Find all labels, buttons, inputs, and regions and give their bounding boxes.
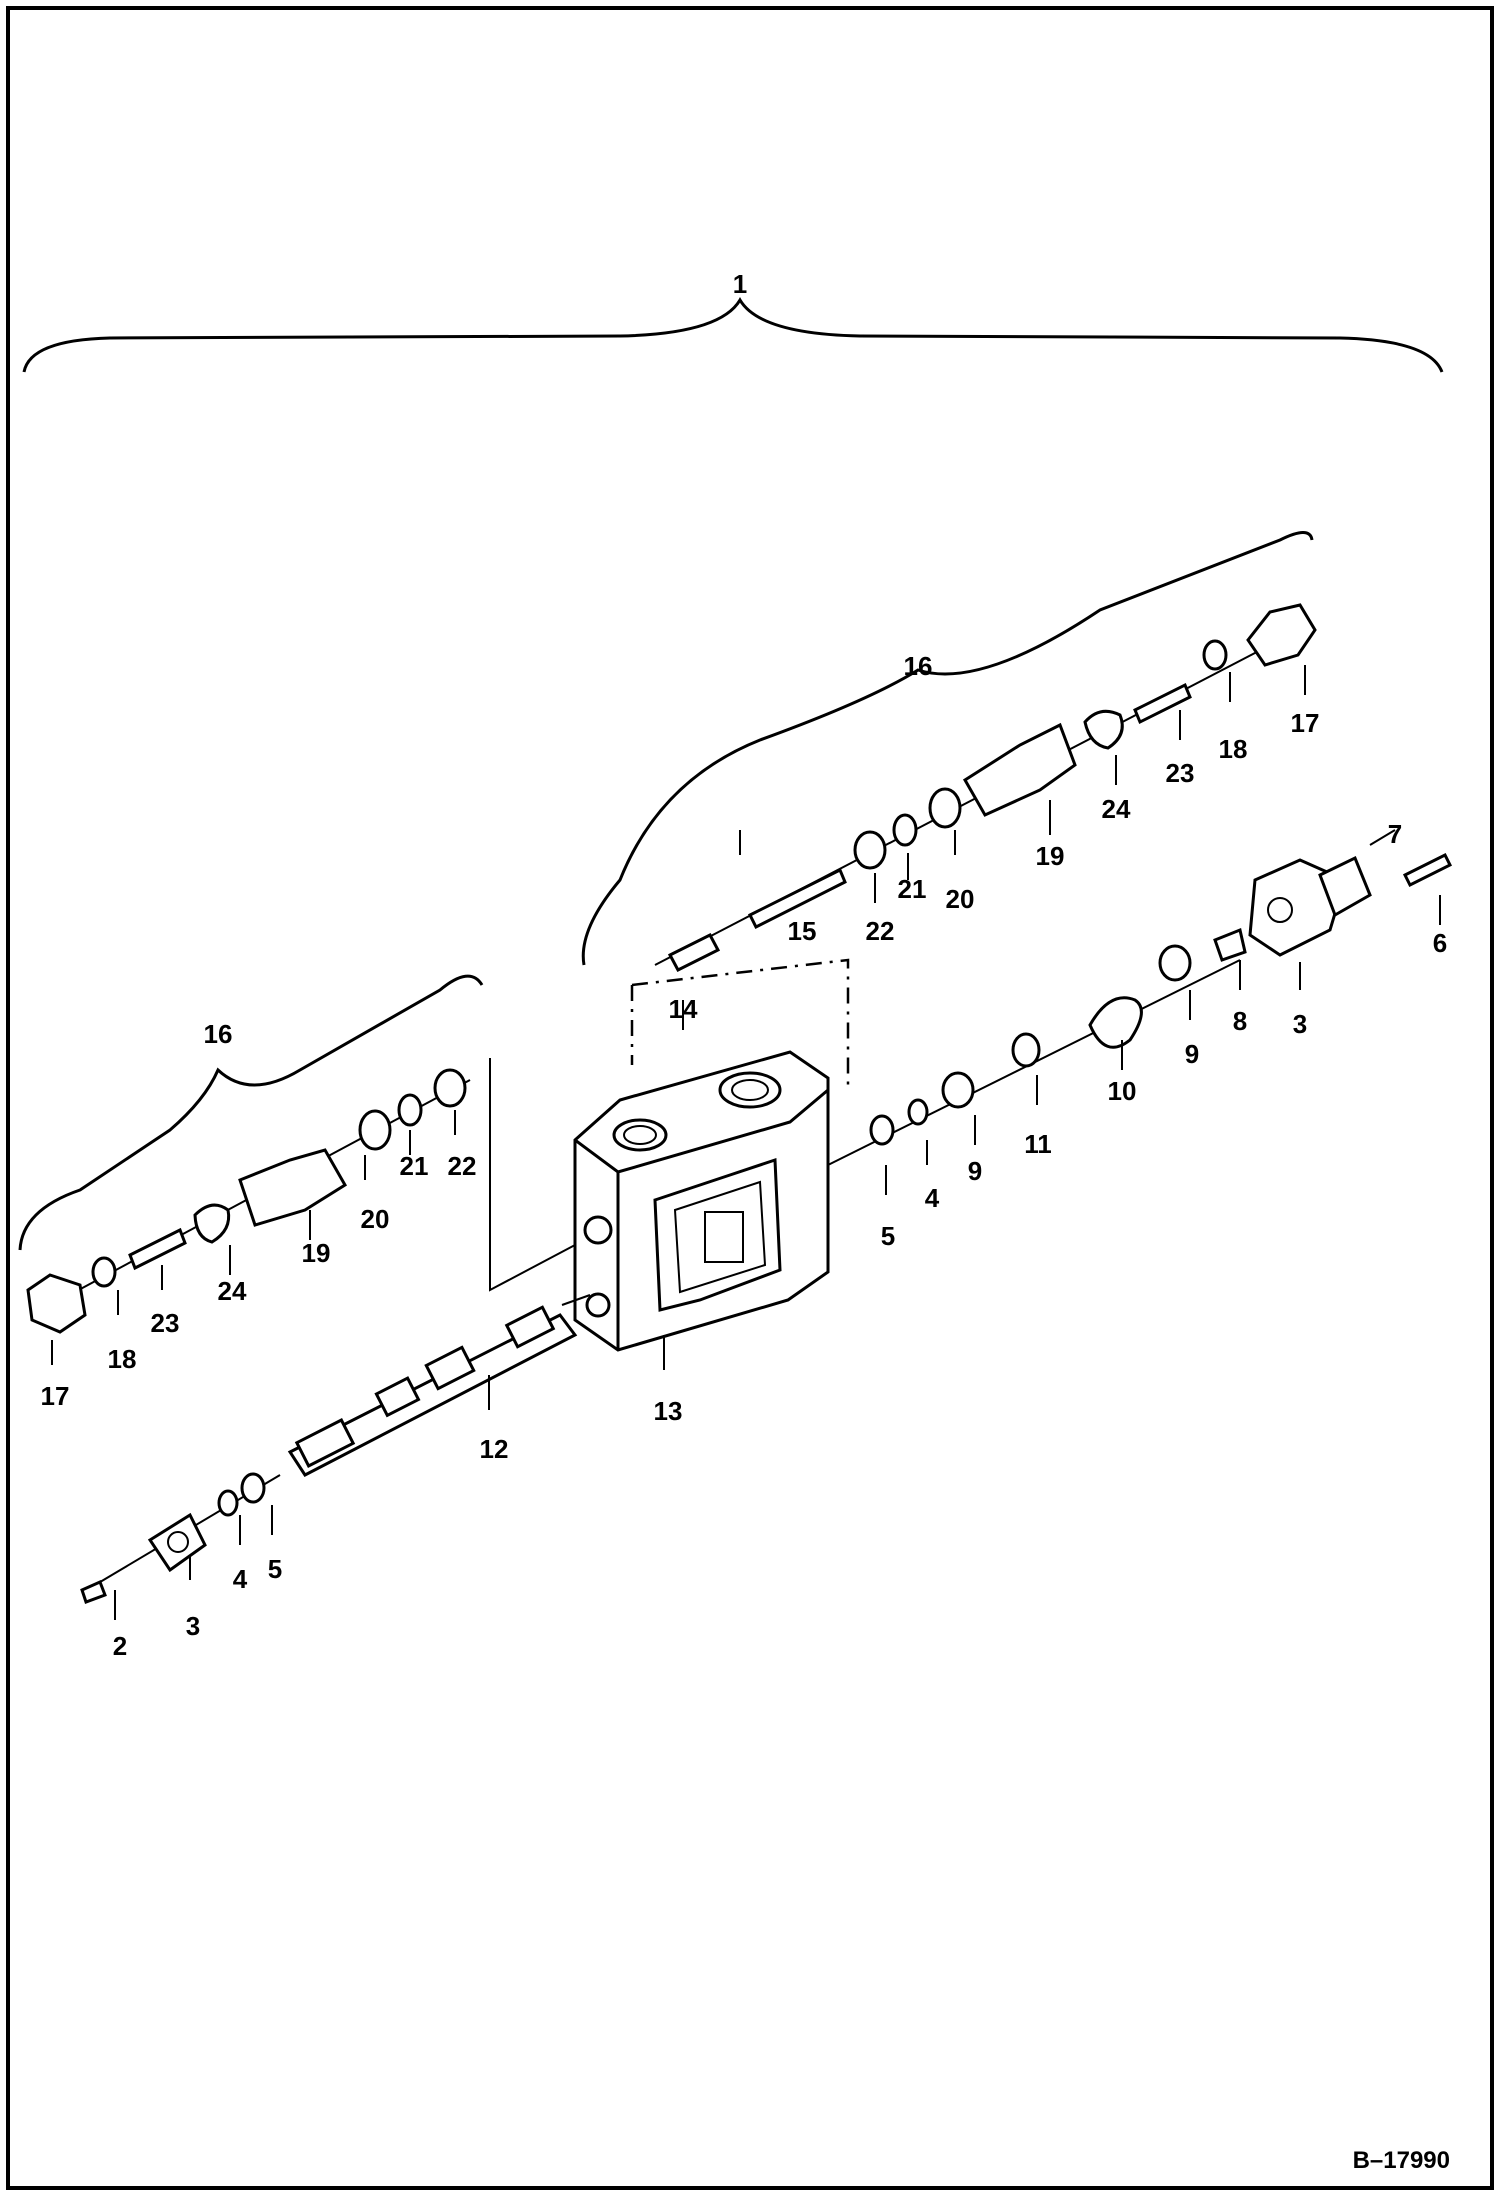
left-cover-parts: [80, 1472, 281, 1604]
callout-spring-upper: 23: [1166, 758, 1195, 788]
callout-plug-right: 8: [1233, 1006, 1247, 1036]
callout-screw-left: 2: [113, 1631, 127, 1661]
callout-oring-right: 4: [925, 1183, 940, 1213]
callout-seat-right-2: 9: [968, 1156, 982, 1186]
callout-oring-lower-20: 20: [361, 1204, 390, 1234]
callout-poppet-lower-24: 24: [218, 1276, 247, 1306]
callout-spool: 12: [480, 1434, 509, 1464]
lower-relief-valve-parts: [26, 1068, 471, 1334]
callout-oring-left: 4: [233, 1564, 248, 1594]
callout-relief-valve-lower: 16: [204, 1019, 233, 1049]
upper-body-connector: [630, 958, 850, 1092]
callout-flange-left: 3: [186, 1611, 200, 1641]
callout-oring-upper-20: 20: [946, 884, 975, 914]
callout-washer-right: 11: [1024, 1129, 1052, 1159]
callout-plug-upper: 17: [1291, 708, 1320, 738]
callout-ring-upper-21: 21: [898, 874, 927, 904]
callout-poppet-upper-24: 24: [1102, 794, 1131, 824]
callout-seat-right: 9: [1185, 1039, 1199, 1069]
callout-spring-lower: 23: [151, 1308, 180, 1338]
callout-ring-lower-22: 22: [448, 1151, 477, 1181]
callout-ring-upper-22: 22: [866, 916, 895, 946]
callout-housing-upper: 19: [1036, 841, 1065, 871]
callout-relief-valve-upper: 16: [904, 651, 933, 681]
callout-oring-upper-18: 18: [1219, 734, 1248, 764]
upper-relief-brace: [581, 531, 1314, 966]
assembly-brace: [22, 297, 1444, 373]
lower-relief-brace: [18, 974, 484, 1251]
callout-ring-lower-21: 21: [400, 1151, 429, 1181]
leader-ticks: [51, 665, 1441, 1620]
lower-body-connector: [489, 1058, 576, 1292]
right-cover-parts: [827, 852, 1453, 1166]
callout-assembly: 1: [733, 269, 747, 299]
callout-oring-lower-18: 18: [108, 1344, 137, 1374]
callout-spring-right: 10: [1108, 1076, 1137, 1106]
upper-relief-valve-parts: [654, 603, 1317, 972]
callout-plug-lower: 17: [41, 1381, 70, 1411]
valve-body: [573, 1050, 830, 1352]
reference-code: B–17990: [1353, 2147, 1450, 2174]
lower-port-connector: [561, 1294, 591, 1306]
callout-backup-ring-right: 5: [881, 1221, 895, 1251]
callout-pin: 15: [788, 916, 817, 946]
callout-cap-right: 7: [1388, 819, 1402, 849]
callout-housing-lower: 19: [302, 1238, 331, 1268]
callout-flange-right: 3: [1293, 1009, 1307, 1039]
callout-valve-body: 13: [654, 1396, 683, 1426]
callout-poppet: 14: [669, 994, 698, 1024]
spool: [287, 1305, 578, 1477]
callout-bolt-right: 6: [1433, 928, 1447, 958]
callout-backup-ring-left: 5: [268, 1554, 282, 1584]
